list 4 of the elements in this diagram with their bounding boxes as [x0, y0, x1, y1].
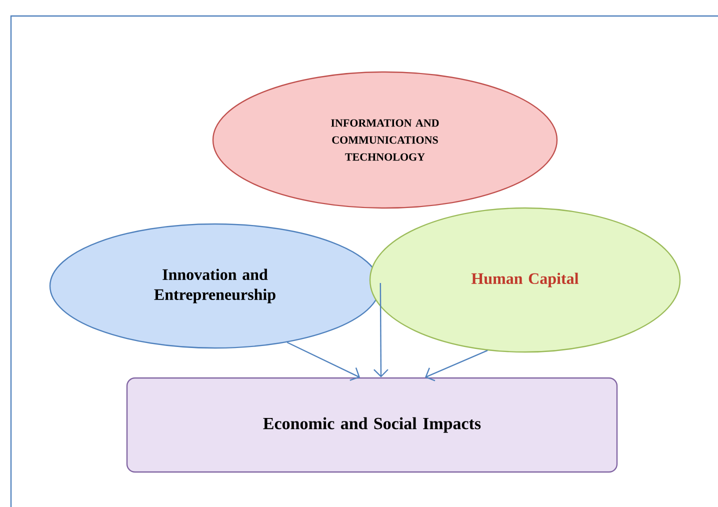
arrow — [286, 342, 360, 381]
outcome-box: Economic and Social Impacts — [126, 377, 618, 473]
arrow — [374, 283, 388, 378]
arrow — [425, 350, 488, 382]
